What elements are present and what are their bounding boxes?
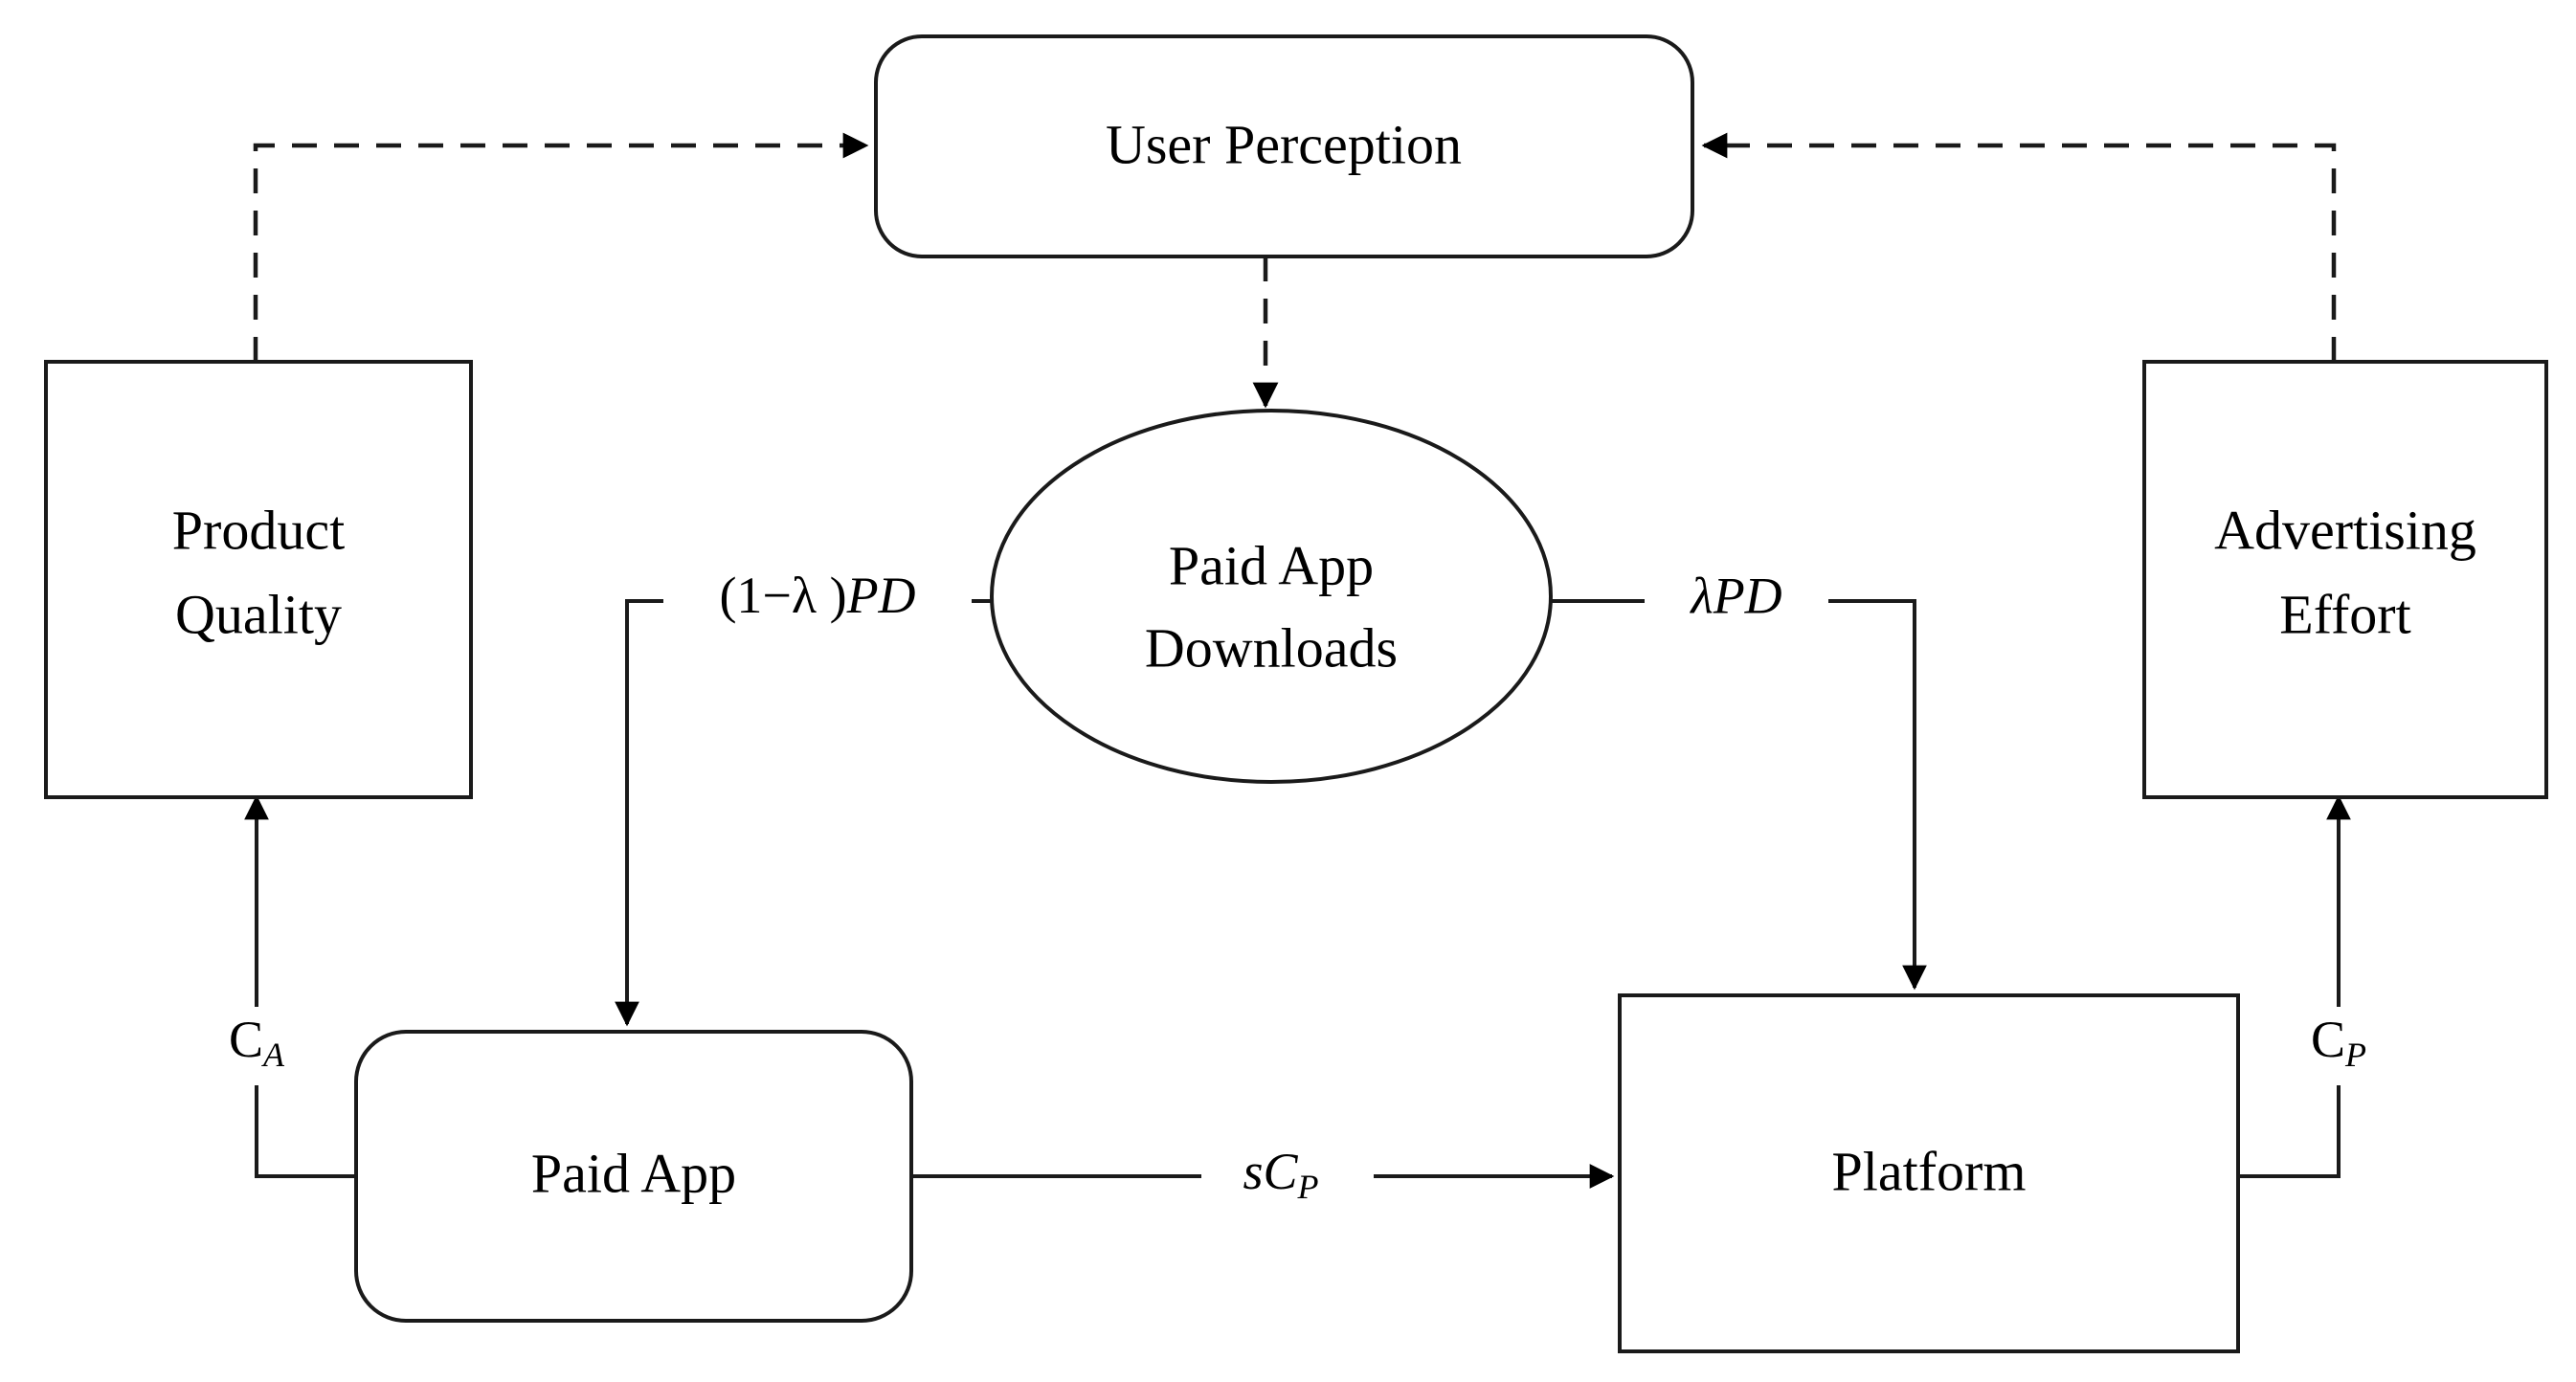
lambda-pd-italic: λPD xyxy=(1689,567,1781,624)
svg-text:CA: CA xyxy=(229,1011,285,1074)
edge-platform-to-advertising-effort xyxy=(2238,794,2351,1178)
cost-p-subscript: P xyxy=(2344,1036,2366,1074)
user-perception-label: User Perception xyxy=(1106,113,1462,175)
product-quality-shape[interactable] xyxy=(44,360,473,799)
edge-paid-app-downloads-to-platform xyxy=(1551,599,1927,991)
node-advertising-effort[interactable]: Advertising Effort xyxy=(2142,360,2548,799)
svg-text:CP: CP xyxy=(2311,1011,2366,1074)
paid-app-label: Paid App xyxy=(531,1142,736,1204)
product-quality-label-line1: Product xyxy=(172,499,345,561)
paid-app-shape[interactable] xyxy=(354,1030,913,1323)
node-user-perception[interactable]: User Perception xyxy=(874,34,1694,258)
s-cost-p-subscript: P xyxy=(1297,1168,1319,1206)
cost-a-base: C xyxy=(229,1011,263,1068)
paid-app-downloads-shape[interactable] xyxy=(990,409,1553,784)
product-quality-label-line2: Quality xyxy=(175,583,342,645)
node-paid-app[interactable]: Paid App xyxy=(354,1030,913,1323)
edge-label-lambda-pd: λPD xyxy=(1645,567,1828,635)
edge-paid-app-downloads-to-paid-app xyxy=(615,599,992,1027)
edge-product-quality-to-user-perception xyxy=(253,132,869,362)
edge-label-s-cost-p: sCP xyxy=(1201,1143,1374,1212)
platform-label: Platform xyxy=(1832,1140,2027,1202)
cost-p-base: C xyxy=(2311,1011,2345,1068)
svg-text:sCP: sCP xyxy=(1243,1143,1318,1206)
advertising-effort-label-line2: Effort xyxy=(2279,583,2410,645)
edge-advertising-effort-to-user-perception xyxy=(1701,132,2337,362)
platform-shape[interactable] xyxy=(1618,993,2240,1353)
svg-text:(1−λ )PD: (1−λ )PD xyxy=(719,567,915,624)
paid-app-downloads-label-line2: Downloads xyxy=(1145,616,1398,679)
paid-app-downloads-label-line1: Paid App xyxy=(1169,534,1374,596)
edge-label-cost-a: CA xyxy=(194,1007,338,1085)
one-minus-lambda-pd-italic: PD xyxy=(846,567,916,624)
node-platform[interactable]: Platform xyxy=(1618,993,2240,1353)
edge-label-one-minus-lambda-pd: (1−λ )PD xyxy=(663,567,972,635)
advertising-effort-shape[interactable] xyxy=(2142,360,2548,799)
node-paid-app-downloads[interactable]: Paid App Downloads xyxy=(990,409,1553,784)
edge-paid-app-to-product-quality xyxy=(244,794,356,1178)
advertising-effort-label-line1: Advertising xyxy=(2214,499,2476,561)
one-minus-lambda-prefix: (1−λ ) xyxy=(719,567,846,624)
cost-a-subscript: A xyxy=(261,1036,285,1074)
node-product-quality[interactable]: Product Quality xyxy=(44,360,473,799)
s-cost-p-base: C xyxy=(1263,1143,1298,1200)
s-cost-p-prefix: s xyxy=(1243,1143,1263,1200)
user-perception-shape[interactable] xyxy=(874,34,1694,258)
edge-label-cost-p: CP xyxy=(2276,1007,2420,1085)
